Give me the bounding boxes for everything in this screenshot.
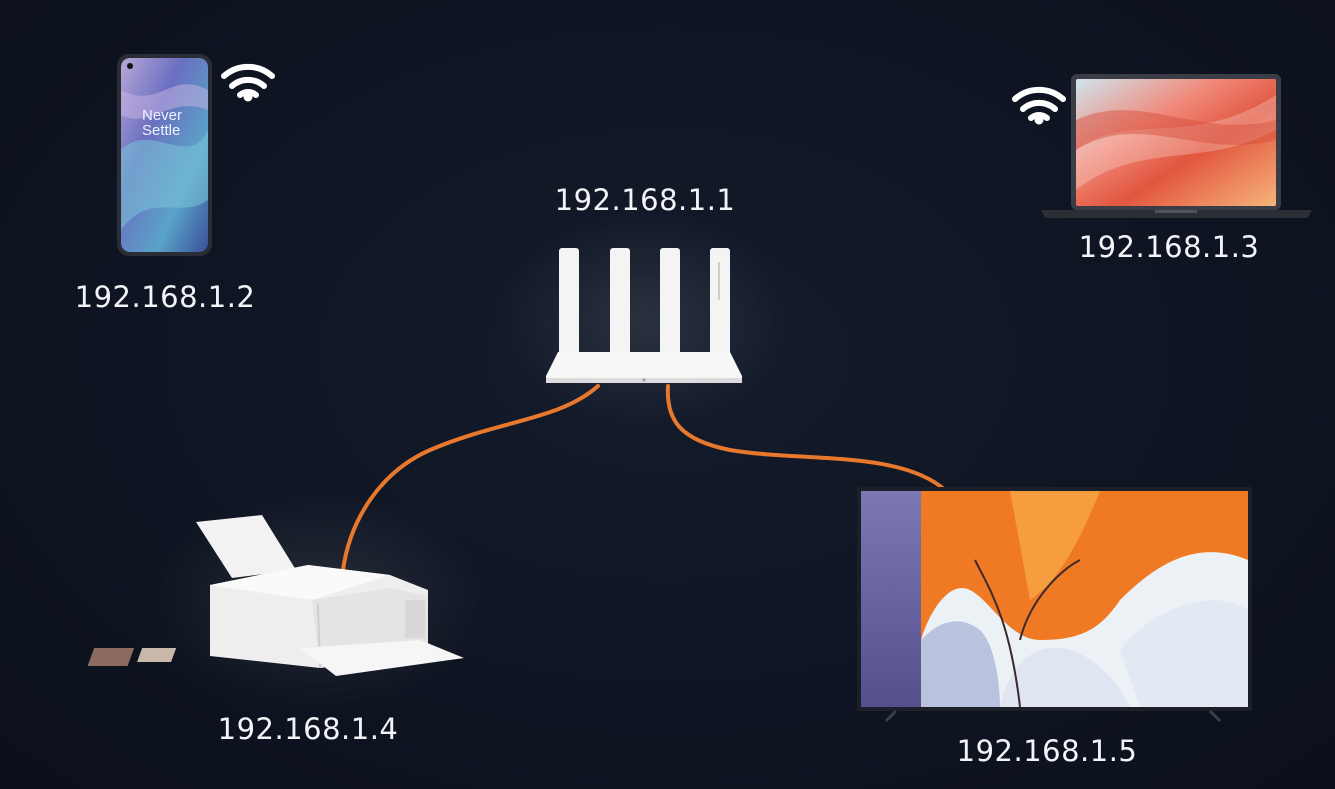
smartphone-icon: Never Settle xyxy=(117,54,212,256)
phone-ip-label: 192.168.1.2 xyxy=(74,280,256,314)
phone-screen-text-2: Settle xyxy=(142,122,180,139)
printer-icon xyxy=(87,515,464,676)
laptop-ip-label: 192.168.1.3 xyxy=(1078,230,1260,264)
ethernet-cable-tv xyxy=(665,384,947,492)
printer-ip-label: 192.168.1.4 xyxy=(217,712,399,746)
tv-icon xyxy=(857,487,1252,723)
wifi-icon xyxy=(1012,86,1066,125)
router-icon xyxy=(546,248,742,383)
router-ip-label: 192.168.1.1 xyxy=(554,183,736,217)
phone-screen-text-1: Never xyxy=(142,107,182,124)
tv-ip-label: 192.168.1.5 xyxy=(956,734,1138,768)
ethernet-cable-printer xyxy=(341,384,600,572)
wifi-icon xyxy=(221,63,275,102)
laptop-icon xyxy=(1041,74,1312,218)
